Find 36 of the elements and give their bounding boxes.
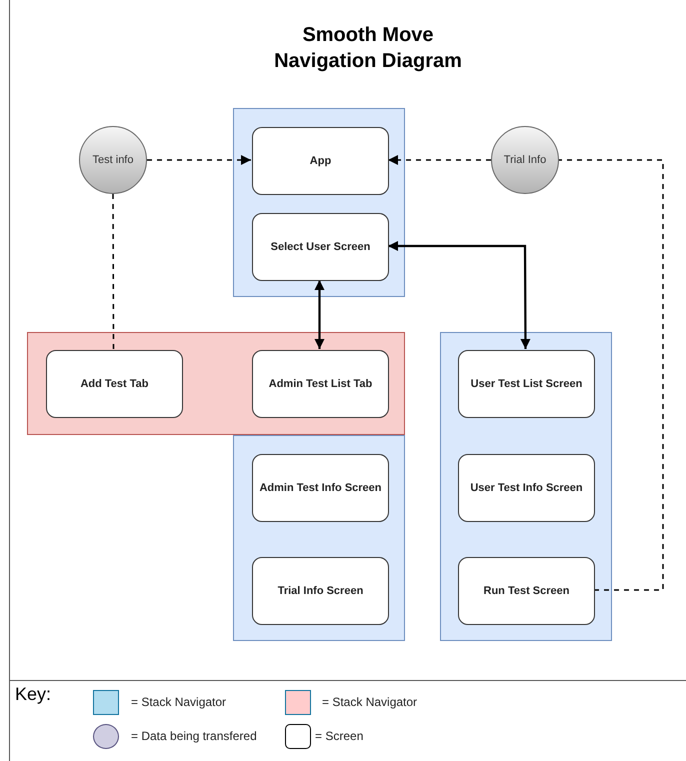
screen-box (252, 127, 389, 195)
dashed-connector (147, 155, 251, 165)
screen-box (458, 454, 595, 522)
node-label: User Test Info Screen (469, 482, 584, 494)
diagram-title: Smooth Move Navigation Diagram (273, 23, 463, 74)
legend-text: = Data being transfered (131, 729, 257, 743)
dashed-connector (112, 194, 114, 349)
dashed-connector (559, 159, 664, 591)
navigator-band (27, 332, 405, 435)
node-label: User Test List Screen (470, 378, 584, 390)
node-label: Select User Screen (270, 241, 372, 253)
key-heading: Key: (15, 684, 52, 705)
legend-text: = Stack Navigator (322, 695, 418, 709)
legend-text: = Screen (315, 729, 364, 743)
node-label: Add Test Tab (79, 378, 150, 390)
arrow (314, 280, 324, 349)
screen-box (46, 350, 183, 418)
screen-box (252, 557, 389, 625)
dashed-connector (388, 155, 491, 165)
node-label: Admin Test Info Screen (258, 482, 383, 494)
screen-box (458, 350, 595, 418)
navigator-container (440, 332, 612, 641)
navigator-container (233, 108, 405, 297)
node-label: Admin Test List Tab (268, 378, 374, 390)
screen-box (252, 454, 389, 522)
node-label: App (308, 155, 332, 167)
screen-box (458, 557, 595, 625)
arrow (388, 241, 530, 349)
screen-box (252, 213, 389, 281)
node-label: Test info (92, 154, 134, 166)
screen-box (252, 350, 389, 418)
navigator-container (233, 435, 405, 641)
node-label: Run Test Screen (482, 585, 570, 597)
legend-text: = Stack Navigator (131, 695, 226, 709)
node-label: Trial Info Screen (276, 585, 364, 597)
node-label: Trial Info (502, 154, 548, 166)
